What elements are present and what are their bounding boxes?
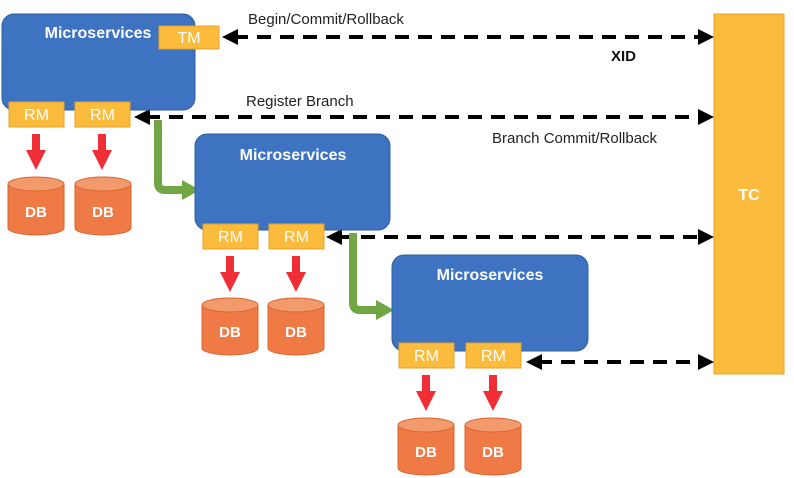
- rm-label: RM: [90, 107, 115, 124]
- microservice-label: Microservices: [45, 25, 152, 42]
- db-label: DB: [415, 444, 437, 461]
- microservice-2: Microservices RM RM DB DB: [194, 133, 391, 356]
- xid-label: XID: [611, 48, 636, 65]
- microservice-3: Microservices RM RM DB DB: [391, 254, 589, 476]
- rm-db-arrow: [26, 134, 46, 170]
- db-cylinder: DB: [201, 297, 259, 356]
- rm-db-arrow: [220, 256, 240, 292]
- rm-label: RM: [218, 229, 243, 246]
- microservice-1: Microservices TM RM RM DB DB: [1, 13, 220, 236]
- db-cylinder: DB: [74, 176, 132, 236]
- rm-db-arrow: [286, 256, 306, 292]
- rm-db-arrow: [416, 375, 436, 411]
- db-cylinder: DB: [464, 417, 522, 476]
- rm-box: [74, 101, 131, 128]
- tm-label: TM: [177, 30, 200, 47]
- tm-box: [158, 25, 220, 50]
- rm-db-arrow: [92, 134, 112, 170]
- begin-commit-rollback-arrow: [222, 29, 714, 45]
- rm-box: [8, 101, 65, 128]
- tc-box: [713, 13, 785, 375]
- service3-tc-arrow: [526, 354, 714, 370]
- rm-label: RM: [284, 229, 309, 246]
- tc-label: TC: [738, 187, 760, 204]
- rm-db-arrow: [483, 375, 503, 411]
- register-branch-label: Register Branch: [246, 93, 354, 110]
- rm-box: [465, 342, 522, 369]
- db-label: DB: [285, 324, 307, 341]
- db-cylinder: DB: [397, 417, 455, 476]
- microservice-label: Microservices: [437, 267, 544, 284]
- db-label: DB: [25, 204, 47, 221]
- rm-box: [398, 342, 455, 369]
- db-cylinder: DB: [267, 297, 325, 356]
- db-label: DB: [219, 324, 241, 341]
- db-label: DB: [482, 444, 504, 461]
- branch-commit-rollback-label: Branch Commit/Rollback: [492, 130, 658, 147]
- db-label: DB: [92, 204, 114, 221]
- rm-label: RM: [414, 348, 439, 365]
- microservice-label: Microservices: [240, 147, 347, 164]
- rm-label: RM: [24, 107, 49, 124]
- register-branch-arrow: [134, 109, 714, 125]
- rm-label: RM: [481, 348, 506, 365]
- begin-commit-rollback-label: Begin/Commit/Rollback: [248, 11, 404, 28]
- call-arrow-2: [349, 233, 394, 320]
- call-arrow-1: [154, 120, 200, 200]
- rm-box: [268, 223, 325, 250]
- rm-box: [202, 223, 259, 250]
- db-cylinder: DB: [7, 176, 65, 236]
- service2-tc-arrow: [326, 229, 714, 245]
